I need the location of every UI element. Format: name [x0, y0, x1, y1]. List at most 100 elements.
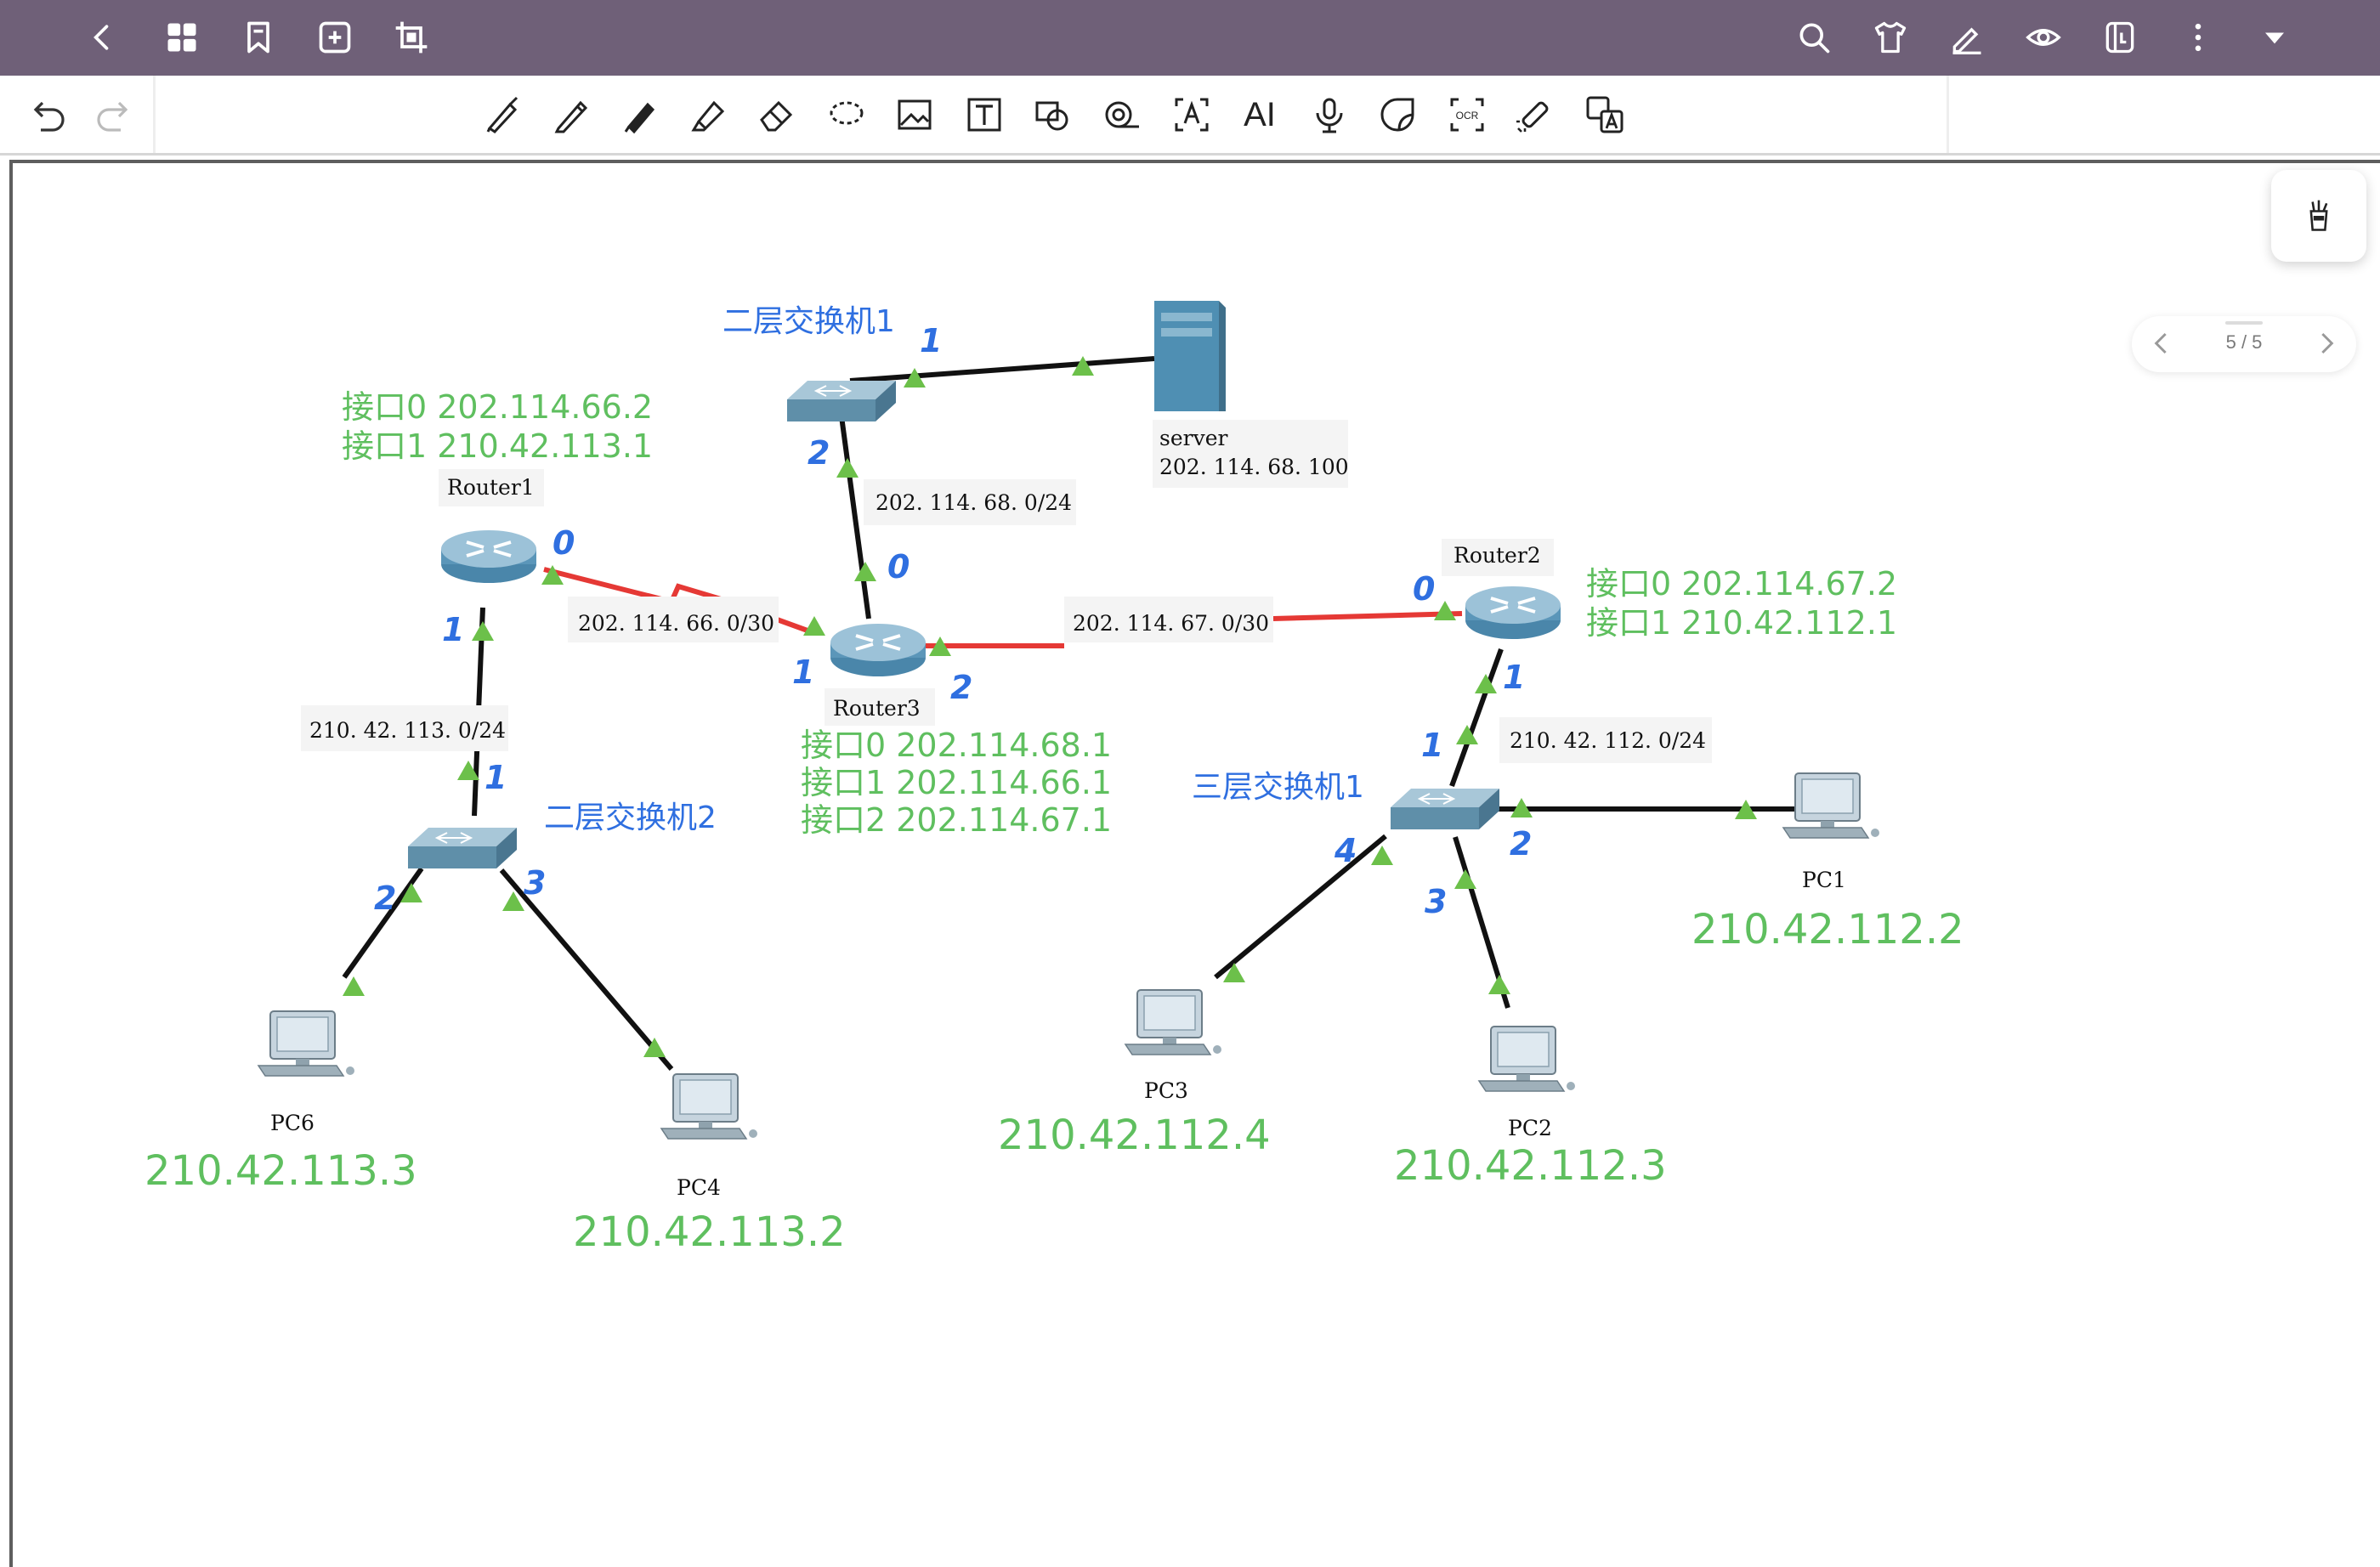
router1-if1-note: 接口1 210.42.113.1 — [342, 427, 653, 465]
shirt-icon[interactable] — [1870, 17, 1911, 58]
pc2-device — [1478, 1026, 1576, 1092]
pager-handle — [2225, 321, 2263, 325]
link-switch2-pc6 — [342, 867, 424, 979]
pen-holder-button[interactable] — [2271, 170, 2366, 262]
port-sw3-1: 1 — [1421, 727, 1443, 764]
net-68-label: 202. 114. 68. 0/24 — [876, 490, 1072, 515]
port-sw2-3: 3 — [524, 864, 546, 902]
prev-page-icon[interactable] — [2144, 325, 2181, 362]
port-r3-1: 1 — [792, 653, 814, 691]
router3-if0-note: 接口0 202.114.68.1 — [801, 727, 1112, 764]
next-page-icon[interactable] — [2307, 325, 2344, 362]
pc3-ip-note: 210.42.112.4 — [998, 1112, 1271, 1159]
app-top-bar — [0, 0, 2380, 76]
ai-label: AI — [1244, 95, 1276, 133]
ocr-label: OCR — [1456, 110, 1479, 122]
ballpoint-pen-icon[interactable] — [617, 91, 665, 139]
server-ip-label: 202. 114. 68. 100 — [1159, 455, 1349, 479]
tools-bar: AI OCR — [0, 76, 2380, 156]
link-switch2-pc4 — [499, 868, 674, 1071]
port-r2-1: 1 — [1503, 659, 1525, 696]
port-sw3-2: 2 — [1510, 825, 1532, 863]
pencil-icon[interactable] — [548, 91, 596, 139]
redo-icon[interactable] — [88, 91, 136, 139]
eraser-icon[interactable] — [753, 91, 801, 139]
router2-if1-note: 接口1 210.42.112.1 — [1586, 604, 1897, 642]
port-r2-0: 0 — [1413, 570, 1435, 608]
pc1-ip-note: 210.42.112.2 — [1692, 906, 1964, 953]
pc2-ip-note: 210.42.112.3 — [1394, 1142, 1667, 1190]
translate-icon[interactable] — [1581, 91, 1629, 139]
pen-edit-icon[interactable] — [1946, 17, 1987, 58]
pc6-ip-note: 210.42.113.3 — [144, 1147, 417, 1195]
laser-pointer-icon[interactable] — [1511, 91, 1559, 139]
router1-label: Router1 — [447, 475, 535, 500]
net-112-label: 210. 42. 112. 0/24 — [1510, 728, 1706, 753]
switch-l2-1-device — [786, 380, 897, 422]
port-r1-1: 1 — [442, 611, 464, 648]
port-sw2-1: 1 — [484, 759, 507, 796]
pc4-device — [660, 1073, 758, 1140]
pc3-device — [1125, 989, 1222, 1055]
port-r3-2: 2 — [950, 669, 972, 706]
bookmark-icon[interactable] — [238, 17, 279, 58]
port-sw1-1: 1 — [920, 322, 942, 359]
pc1-label: PC1 — [1802, 868, 1846, 892]
port-r3-0: 0 — [887, 548, 910, 586]
back-icon[interactable] — [82, 17, 122, 58]
text-recognize-icon[interactable] — [1168, 91, 1216, 139]
links — [342, 356, 1795, 1071]
router2-label: Router2 — [1454, 543, 1541, 568]
highlighter-icon[interactable] — [685, 91, 733, 139]
more-icon[interactable] — [2178, 17, 2218, 58]
server-device — [1154, 301, 1226, 411]
router3-label: Router3 — [833, 696, 921, 721]
devices — [258, 301, 1880, 1140]
ocr-icon[interactable]: OCR — [1443, 91, 1491, 139]
notebook-icon[interactable] — [2100, 17, 2140, 58]
router2-if0-note: 接口0 202.114.67.2 — [1586, 565, 1897, 602]
port-sw3-3: 3 — [1425, 883, 1447, 920]
switch-l3-1-device — [1390, 788, 1500, 830]
router1-device — [439, 529, 538, 585]
eye-icon[interactable] — [2023, 17, 2064, 58]
tape-icon[interactable] — [1098, 91, 1146, 139]
crop-icon[interactable] — [391, 17, 432, 58]
dropdown-icon[interactable] — [2254, 17, 2295, 58]
link-switch3-pc3 — [1214, 834, 1387, 980]
microphone-icon[interactable] — [1306, 91, 1353, 139]
ai-icon[interactable]: AI — [1236, 91, 1284, 139]
image-icon[interactable] — [891, 91, 938, 139]
grid-icon[interactable] — [162, 17, 202, 58]
sticker-icon[interactable] — [1374, 91, 1421, 139]
undo-icon[interactable] — [26, 91, 73, 139]
pc3-label: PC3 — [1144, 1078, 1188, 1103]
fountain-pen-icon[interactable] — [479, 91, 527, 139]
pen-holder-icon — [2309, 200, 2328, 231]
search-icon[interactable] — [1794, 17, 1834, 58]
switch-l3-1-note: 三层交换机1 — [1192, 770, 1364, 805]
link-switch1-router3 — [839, 416, 871, 619]
link-router2-switch3 — [1449, 648, 1504, 788]
link-net67-router2 — [1272, 611, 1463, 621]
port-sw3-4: 4 — [1334, 832, 1357, 869]
router3-device — [829, 622, 927, 678]
shape-icon[interactable] — [1028, 91, 1076, 139]
add-page-icon[interactable] — [314, 17, 355, 58]
text-box-icon[interactable] — [960, 91, 1008, 139]
net-66-label: 202. 114. 66. 0/30 — [578, 611, 774, 636]
page-navigator: 5 / 5 — [2132, 316, 2356, 372]
pc6-label: PC6 — [270, 1111, 314, 1135]
pc2-label: PC2 — [1508, 1116, 1552, 1140]
net-113-label: 210. 42. 113. 0/24 — [309, 718, 506, 743]
port-sw1-2: 2 — [808, 434, 830, 472]
pc1-device — [1782, 772, 1880, 839]
switch-l2-1-note: 二层交换机1 — [722, 304, 895, 339]
net-67-label: 202. 114. 67. 0/30 — [1073, 611, 1269, 636]
port-r1-0: 0 — [552, 524, 575, 562]
port-sw2-2: 2 — [374, 880, 396, 917]
router1-if0-note: 接口0 202.114.66.2 — [342, 388, 653, 426]
pc4-label: PC4 — [677, 1175, 721, 1200]
lasso-icon[interactable] — [823, 91, 870, 139]
